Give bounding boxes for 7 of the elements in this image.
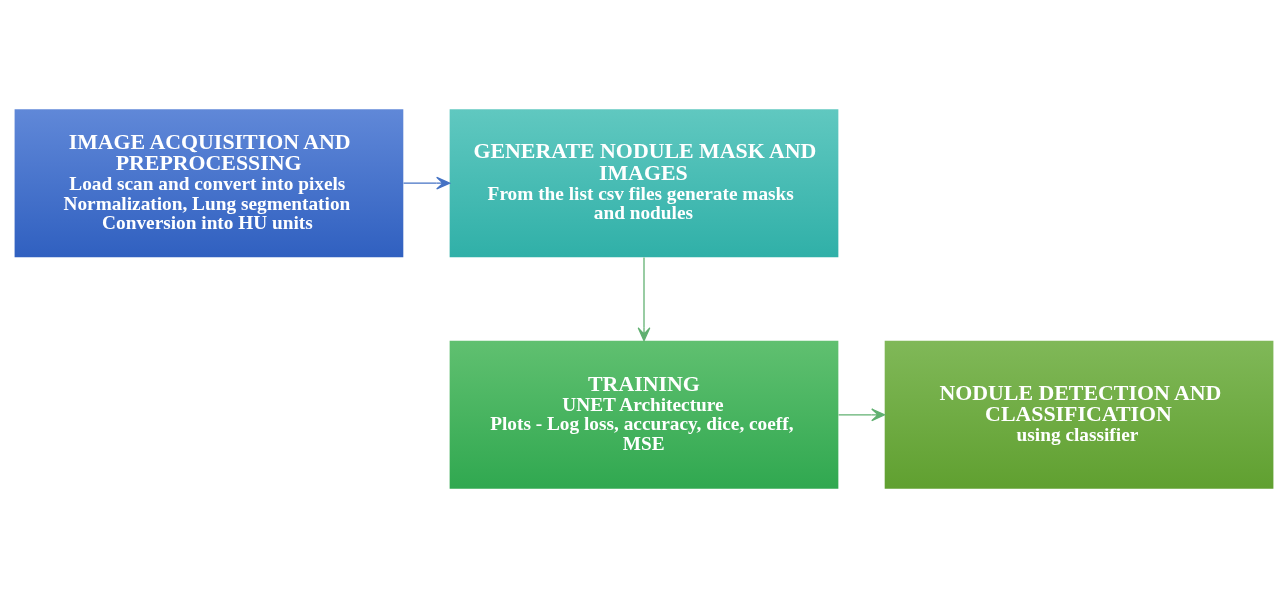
node-box: NODULE DETECTION AND CLASSIFICATION using classifier [884,340,1274,489]
node-box: TRAINING UNET Architecture Plots - Log loss, accuracy, dice, coeff, MSE [449,340,839,489]
arrow [402,176,451,190]
node-box: GENERATE NODULE MASK AND IMAGES From the list csv files generate masks and nodules [449,109,839,258]
arrow [837,408,886,422]
node-box: IMAGE ACQUISITION AND PREPROCESSING Load scan and convert into pixels Normalization, Lung segmentation Conversion into HU units [14,109,404,258]
arrow [637,256,651,342]
